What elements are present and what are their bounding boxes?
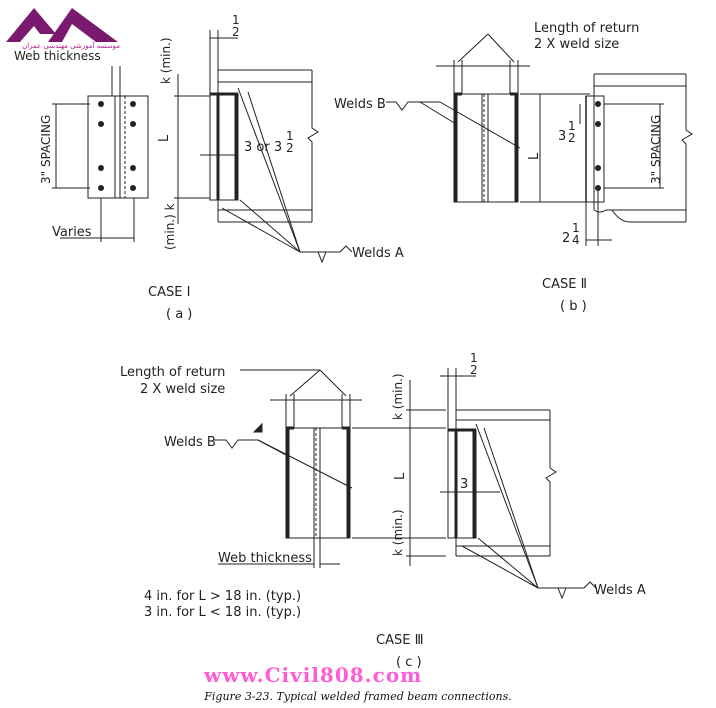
case-b-two-quarter-num: 1	[572, 221, 580, 235]
case-b-three-half: 3	[558, 129, 566, 144]
case-a-half-num: 1	[232, 13, 240, 27]
case-c-web-thickness: Web thickness	[218, 551, 312, 566]
brand-logo: موسسه آموزشی مهندسی عمران Web thickness	[6, 8, 120, 63]
case-b-sub: ( b )	[560, 299, 587, 314]
watermark: www.Civil808.com	[203, 663, 422, 687]
case-b-two-quarter: 2	[562, 231, 570, 246]
case-b-three-half-den: 2	[568, 131, 576, 145]
case-c-L: L	[393, 472, 408, 480]
case-c-note-1: 4 in. for L > 18 in. (typ.)	[144, 589, 301, 604]
case-a-frac-num: 1	[286, 129, 294, 143]
case-a-drawing	[52, 30, 353, 264]
case-c-drawing	[214, 368, 597, 600]
case-c-welds-a: Welds A	[594, 583, 646, 598]
case-c-length-return: Length of return	[120, 365, 225, 380]
logo-text-fa: موسسه آموزشی مهندسی عمران	[22, 41, 120, 50]
case-b-labels: Length of return 2 X weld size Welds B L…	[334, 21, 663, 314]
case-b-title: CASE Ⅱ	[542, 277, 587, 292]
case-c-k-bot: k (min.)	[391, 509, 405, 556]
case-a-title: CASE Ⅰ	[148, 285, 190, 300]
case-c-k-top: k (min.)	[391, 373, 405, 420]
case-c-weld-size: 2 X weld size	[140, 382, 225, 397]
case-b-L: L	[527, 152, 542, 160]
case-a-three-or: 3 or 3	[244, 140, 282, 155]
case-a-L: L	[157, 134, 172, 142]
figure-caption: Figure 3-23. Typical welded framed beam …	[203, 690, 511, 703]
case-a-frac-den: 2	[286, 141, 294, 155]
case-a-sub: ( a )	[166, 307, 192, 322]
case-a-varies: Varies	[52, 225, 92, 240]
case-c-labels: Length of return 2 X weld size Welds B 1…	[120, 351, 646, 670]
case-c-sub: ( c )	[396, 655, 422, 670]
case-b-weld-size: 2 X weld size	[534, 37, 619, 52]
case-a-spacing: 3" SPACING	[39, 115, 53, 184]
case-c-half-num: 1	[470, 351, 478, 365]
case-b-two-quarter-den: 4	[572, 233, 580, 247]
case-b-length-return: Length of return	[534, 21, 639, 36]
case-c-half-den: 2	[470, 363, 478, 377]
case-c-welds-b: Welds B	[164, 435, 216, 450]
case-a-k-bot: (min.) k	[163, 203, 177, 250]
case-b-welds-b: Welds B	[334, 97, 386, 112]
case-b-spacing: 3" SPACING	[649, 115, 663, 184]
case-b-three-half-num: 1	[568, 119, 576, 133]
case-a-welds-a: Welds A	[352, 246, 404, 261]
case-a-k-top: k (min.)	[159, 37, 173, 84]
case-c-note-2: 3 in. for L < 18 in. (typ.)	[144, 605, 301, 620]
case-a-labels: 1 2 k (min.) L 3 or 3 1 2 (min.) k 3" SP…	[39, 13, 404, 322]
case-c-three: 3	[460, 477, 468, 492]
case-a-half-den: 2	[232, 25, 240, 39]
logo-web-thickness: Web thickness	[14, 49, 101, 63]
case-b-drawing	[386, 33, 693, 246]
case-c-title: CASE Ⅲ	[376, 633, 424, 648]
